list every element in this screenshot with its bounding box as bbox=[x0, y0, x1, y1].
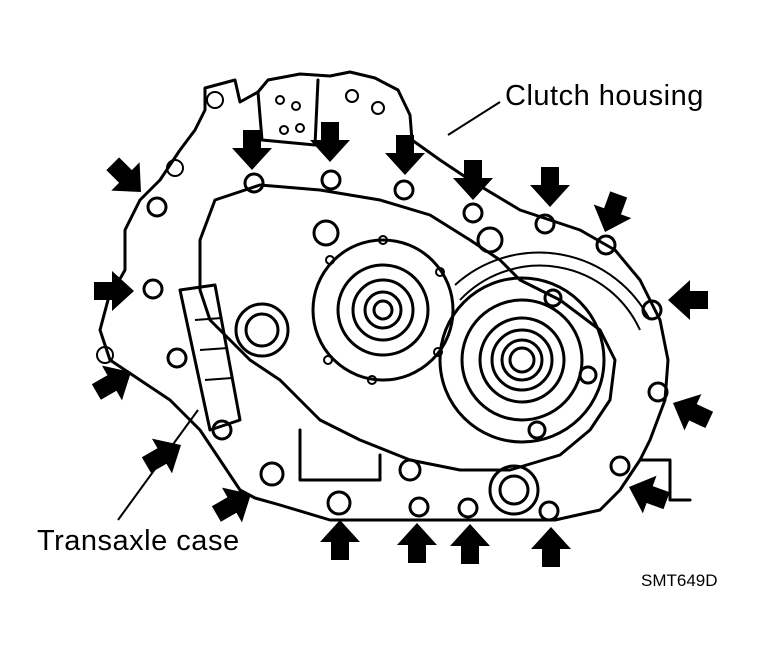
bolt-icon bbox=[326, 490, 352, 516]
bolt-icon bbox=[408, 496, 430, 518]
bore bbox=[476, 226, 504, 254]
arrow-icon bbox=[530, 167, 570, 207]
bore bbox=[312, 219, 340, 247]
arrow-icon bbox=[310, 122, 350, 162]
arrow-icon bbox=[673, 394, 714, 431]
bearing-hole bbox=[325, 255, 335, 265]
bolt-icon bbox=[211, 419, 233, 441]
flange-hole bbox=[279, 125, 289, 135]
flange-hole bbox=[291, 101, 301, 111]
transaxle-case-label: Transaxle case bbox=[37, 525, 240, 557]
bearing-hole bbox=[367, 375, 377, 385]
bolt-icon bbox=[538, 500, 560, 522]
arrow-icon bbox=[211, 487, 251, 523]
bore bbox=[398, 458, 422, 482]
bore-inner bbox=[244, 312, 280, 348]
differential-bearing-inner bbox=[351, 278, 415, 342]
differential-bearing-mid bbox=[336, 263, 430, 357]
bore-inner bbox=[498, 474, 530, 506]
arrow-icon bbox=[141, 438, 181, 474]
bracket bbox=[638, 458, 692, 502]
bolt-icon bbox=[393, 179, 415, 201]
clutch-housing-label: Clutch housing bbox=[505, 80, 704, 112]
clutch-housing-leader bbox=[447, 101, 501, 136]
bore bbox=[527, 420, 547, 440]
arrow-icon bbox=[106, 157, 141, 192]
bolt-group bbox=[142, 169, 669, 522]
bearing-hole bbox=[433, 347, 443, 357]
bearing-hole bbox=[378, 235, 388, 245]
input-bearing-mid bbox=[460, 298, 584, 422]
arrow-icon bbox=[397, 523, 437, 563]
input-bearing-outer bbox=[438, 276, 606, 444]
arrow-icon bbox=[531, 527, 571, 567]
ribbing-arc bbox=[459, 264, 641, 331]
differential-bearing-core bbox=[363, 290, 403, 330]
arrow-icon bbox=[94, 271, 134, 311]
figure-code: SMT649D bbox=[641, 571, 718, 590]
bolt-icon bbox=[595, 234, 617, 256]
input-bearing-inner bbox=[478, 316, 566, 404]
flange-hole bbox=[275, 95, 285, 105]
ribbing-arc bbox=[454, 251, 651, 321]
bore bbox=[234, 302, 290, 358]
arrow-icon bbox=[450, 524, 490, 564]
arrow-icon bbox=[91, 365, 131, 401]
arrow-icon bbox=[629, 475, 670, 514]
differential-bearing-hub bbox=[372, 299, 394, 321]
bolt-icon bbox=[641, 299, 663, 321]
rib-lines bbox=[194, 317, 233, 381]
housing-inner bbox=[198, 183, 617, 472]
input-bearing-ring bbox=[490, 328, 554, 392]
input-bearing-hub bbox=[508, 346, 536, 374]
bolt-icon bbox=[534, 213, 556, 235]
bolt-icon bbox=[609, 455, 631, 477]
bolt-icon bbox=[462, 202, 484, 224]
flange-hole bbox=[96, 346, 114, 364]
bolt-icon bbox=[166, 347, 188, 369]
bore bbox=[543, 288, 563, 308]
rib bbox=[178, 283, 242, 432]
flange-hole bbox=[345, 89, 359, 103]
bearing-hole bbox=[323, 355, 333, 365]
bolt-icon bbox=[647, 381, 669, 403]
rib bbox=[298, 428, 382, 482]
housing-outline bbox=[98, 70, 670, 522]
flange-hole bbox=[295, 123, 305, 133]
bolt-icon bbox=[142, 278, 164, 300]
input-bearing-core bbox=[500, 338, 544, 382]
bore bbox=[578, 365, 598, 385]
bearing-hole bbox=[435, 267, 445, 277]
flange-hole bbox=[206, 91, 224, 109]
bolt-icon bbox=[146, 196, 168, 218]
flange-hole bbox=[166, 159, 184, 177]
bolt-arrow-group bbox=[91, 122, 714, 567]
bolt-icon bbox=[243, 172, 265, 194]
bolt-icon bbox=[259, 461, 285, 487]
arrow-icon bbox=[453, 160, 493, 200]
arrow-icon bbox=[232, 130, 272, 170]
flange-hole bbox=[371, 101, 385, 115]
bolt-icon bbox=[320, 169, 342, 191]
bolt-icon bbox=[457, 497, 479, 519]
arrow-icon bbox=[593, 191, 632, 232]
bore bbox=[488, 464, 540, 516]
arrow-icon bbox=[668, 280, 708, 320]
differential-bearing-outer bbox=[311, 238, 455, 382]
top-flange bbox=[256, 78, 320, 147]
arrow-icon bbox=[385, 135, 425, 175]
arrow-icon bbox=[320, 520, 360, 560]
